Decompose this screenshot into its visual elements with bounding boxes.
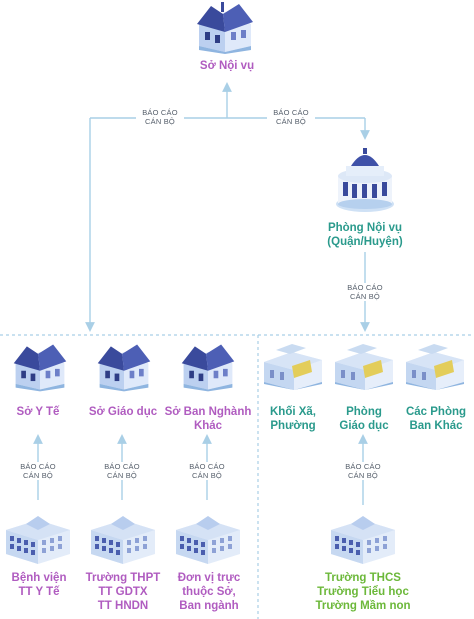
node-so-noi-vu: Sở Nội vụ — [199, 60, 255, 72]
office-building-icon — [406, 344, 464, 390]
node-so-y-te: Sở Y Tế — [16, 406, 60, 418]
office-building-icon — [335, 344, 393, 390]
node-don-vi-truc: Đơn vị trực thuộc Sở, Ban ngành — [177, 572, 241, 612]
school-building-icon — [176, 516, 240, 564]
domed-building-icon — [336, 148, 394, 212]
node-truong-thcs: Trường THCS Trường Tiểu học Trường Mầm n… — [315, 572, 411, 612]
school-building-icon — [91, 516, 155, 564]
node-so-giao-duc: Sở Giáo dục — [88, 406, 158, 418]
government-building-icon — [97, 344, 151, 392]
node-truong-thpt: Trường THPT TT GDTX TT HNDN — [85, 572, 161, 612]
school-building-icon — [6, 516, 70, 564]
school-building-icon — [331, 516, 395, 564]
government-building-icon — [13, 344, 67, 392]
node-cac-phong-ban: Các Phòng Ban Khác — [405, 406, 467, 432]
node-phong-noi-vu: Phòng Nội vụ (Quận/Huyện) — [327, 222, 403, 248]
office-building-icon — [264, 344, 322, 390]
government-building-icon — [197, 2, 253, 54]
government-building-icon — [181, 344, 235, 392]
node-benh-vien: Bệnh viện TT Y Tế — [11, 572, 67, 598]
node-khoi-xa: Khối Xã, Phường — [269, 406, 316, 432]
node-so-ban-nganh: Sở Ban Nghành Khác — [164, 406, 252, 432]
node-phong-giao-duc: Phòng Giáo dục — [339, 406, 389, 432]
